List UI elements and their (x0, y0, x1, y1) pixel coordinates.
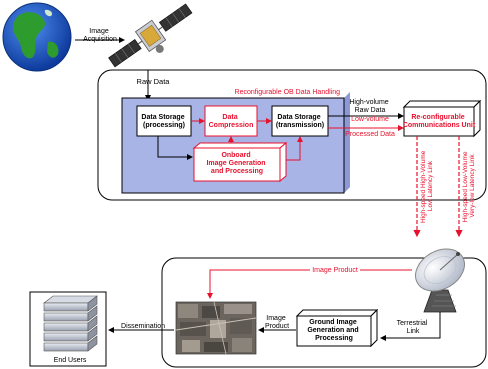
data-compression-box: Data Compression (204, 105, 258, 137)
communications-unit-box: Re-configurable Communications Unit (402, 99, 482, 138)
earth-globe-icon (2, 2, 72, 72)
processed-data-label: Processed Data (345, 131, 395, 138)
end-users-label: End Users (54, 357, 87, 364)
svg-text:Ground Image Generation: Ground Image Generation and Processing (307, 319, 360, 342)
image-acquisition-label: Image Acquisition (83, 28, 117, 43)
image-product-top-label: Image Product (312, 267, 358, 274)
svg-text:Re-configurable Communic: Re-configurable Communications Unit (403, 114, 476, 129)
image-product-arrow (207, 269, 412, 299)
svg-text:Data Compression: Data Compression (209, 114, 254, 129)
arrow-onboard-to-transmission (286, 136, 303, 161)
low-volume-link-label: High-speed Low-Volume Very-low Latency L… (462, 150, 476, 223)
dissemination-label: Dissemination (121, 323, 165, 330)
svg-text:Data Storage (processing: Data Storage (processing) (141, 114, 186, 129)
aerial-image-product (175, 301, 257, 355)
onboard-system-frame (97, 69, 487, 201)
terrestrial-link-arrow (380, 312, 441, 341)
low-volume-label: Low-volume (351, 116, 389, 123)
terrestrial-link-label: Terrestrial Link (397, 320, 430, 335)
data-storage-transmission-box: Data Storage (transmission) (271, 105, 329, 137)
ground-system-frame (161, 257, 487, 368)
image-product-label-bg (310, 264, 360, 274)
svg-text:Onboard Image Generation: Onboard Image Generation and Processing (206, 152, 267, 175)
satellite-icon (108, 3, 193, 68)
high-volume-link-label: High-speed High-Volume Low Latency Link (420, 149, 434, 223)
ground-image-generation-box: Ground Image Generation and Processing (295, 308, 379, 348)
arrow-storage-to-onboard (157, 136, 193, 160)
reconfigurable-ob-label: Reconfigurable OB Data Handling (235, 89, 341, 96)
onboard-image-generation-box: Onboard Image Generation and Processing (192, 141, 288, 183)
image-product-label: Image Product (265, 315, 289, 330)
server-stack-icon (43, 295, 98, 352)
raw-data-label: Raw Data (137, 77, 171, 86)
svg-text:Data Storage (transmissi: Data Storage (transmission) (276, 114, 324, 129)
data-storage-processing-box: Data Storage (processing) (136, 105, 192, 137)
high-volume-label: High-volume Raw Data (349, 99, 390, 114)
satellite-dish-icon (415, 248, 465, 313)
